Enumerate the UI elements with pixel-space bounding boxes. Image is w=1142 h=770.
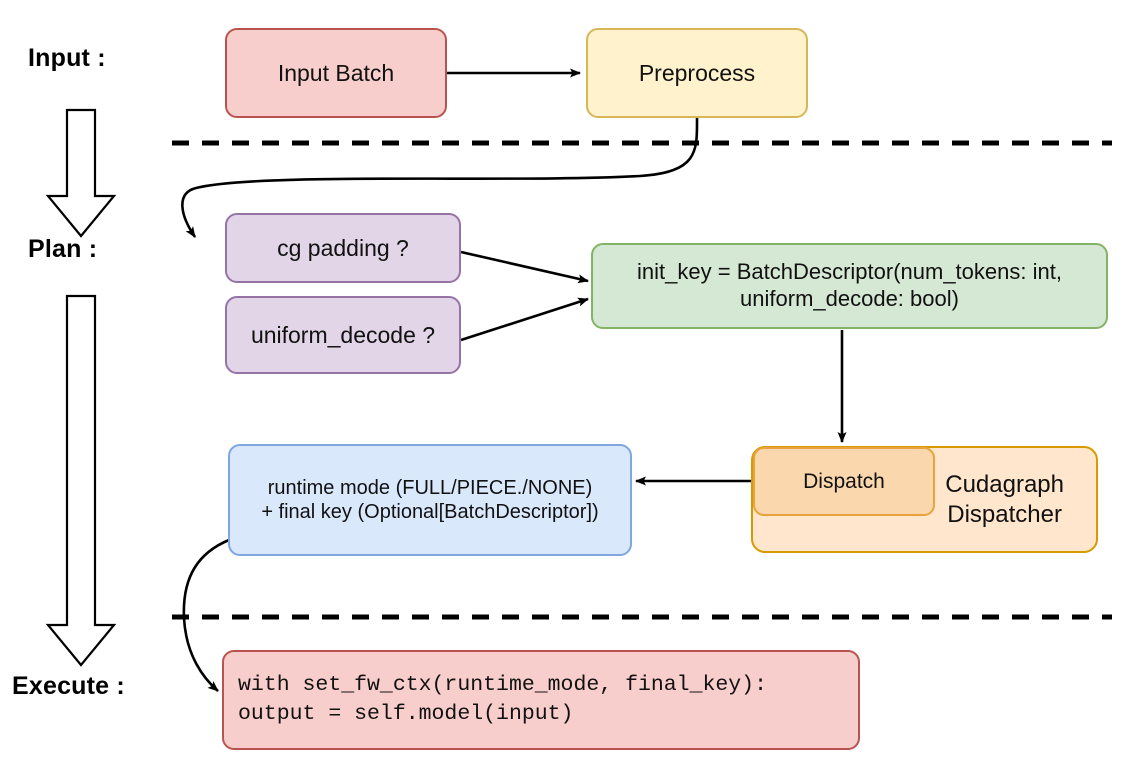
edge-runtime-mode-to-execute-code — [182, 538, 230, 692]
node-input-batch[interactable]: Input Batch — [225, 28, 447, 118]
edge-preprocess-to-cg-padding — [181, 114, 699, 238]
node-execute-code[interactable]: with set_fw_ctx(runtime_mode, final_key)… — [222, 650, 860, 750]
input-to-plan-arrow — [45, 108, 117, 238]
edge-uniform-decode-to-init-key — [460, 297, 589, 342]
node-init-key[interactable]: init_key = BatchDescriptor(num_tokens: i… — [591, 243, 1108, 329]
stage-label-plan: Plan : — [28, 235, 98, 263]
node-cg-padding[interactable]: cg padding ? — [225, 213, 461, 283]
node-runtime-mode[interactable]: runtime mode (FULL/PIECE./NONE) + final … — [228, 444, 632, 556]
edge-cg-padding-to-init-key — [460, 250, 589, 284]
node-preprocess[interactable]: Preprocess — [586, 28, 808, 118]
stage-label-execute: Execute : — [12, 672, 125, 700]
plan-to-execute-arrow — [45, 294, 117, 667]
node-dispatch[interactable]: Dispatch — [753, 447, 935, 516]
node-uniform-decode[interactable]: uniform_decode ? — [225, 296, 461, 374]
stage-label-input: Input : — [28, 44, 106, 72]
